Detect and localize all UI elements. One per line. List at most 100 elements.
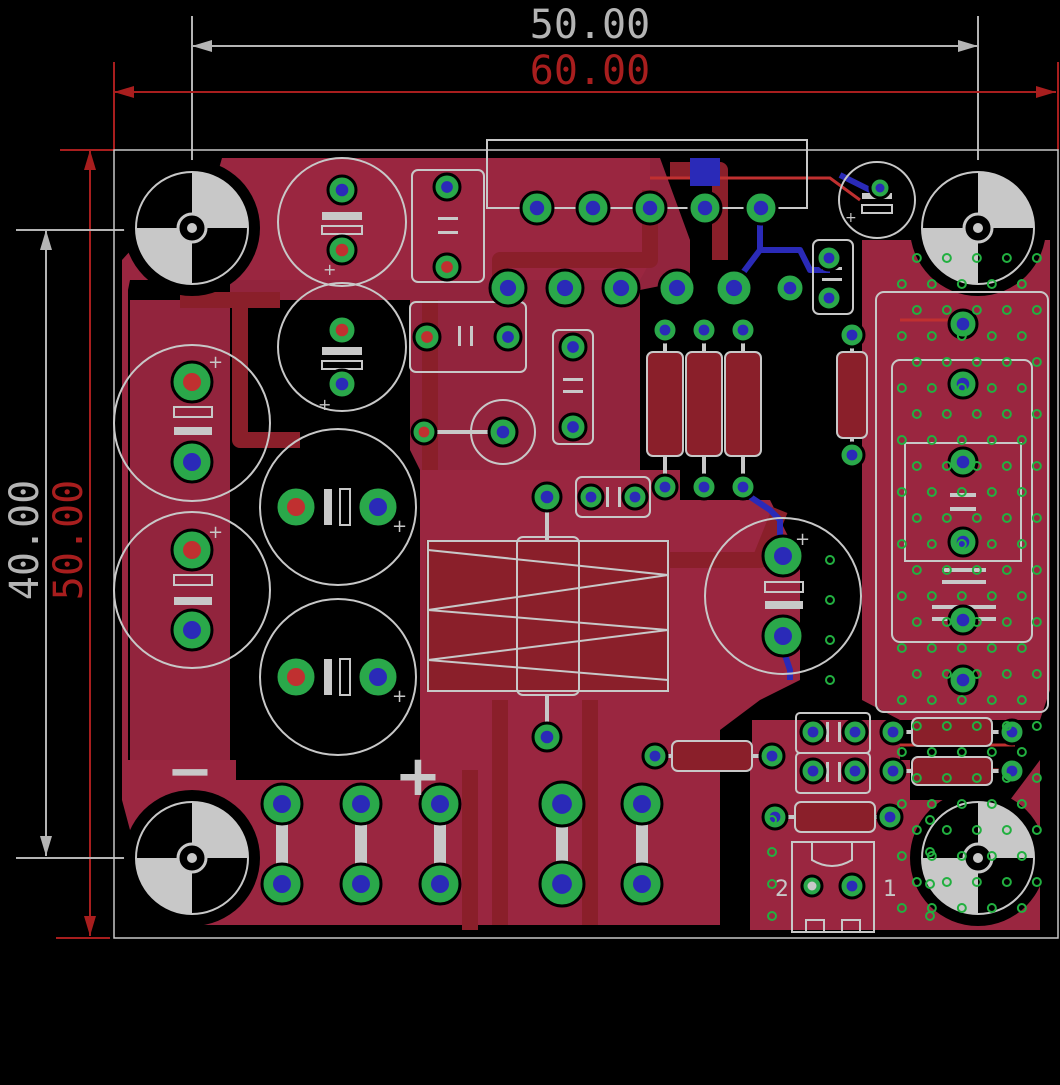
pad — [274, 485, 318, 529]
via — [956, 851, 967, 861]
pad — [651, 316, 679, 344]
via — [986, 903, 997, 913]
pad — [690, 316, 718, 344]
pad — [620, 862, 664, 906]
via — [941, 305, 952, 315]
pad — [274, 655, 318, 699]
resistor-body — [794, 801, 876, 833]
via — [1031, 513, 1042, 523]
pad — [743, 190, 779, 226]
via — [1016, 435, 1027, 445]
mounting-hole-top-right — [910, 160, 1046, 296]
via — [911, 461, 922, 471]
cap-box-outline — [409, 301, 527, 373]
pad — [799, 757, 827, 785]
via — [896, 799, 907, 809]
pad — [868, 176, 892, 200]
cap-outline — [259, 428, 417, 586]
via — [971, 461, 982, 471]
pad — [493, 322, 523, 352]
via — [971, 357, 982, 367]
pad — [838, 441, 866, 469]
dim-left-inner-label: 40.00 — [2, 480, 48, 600]
pad — [432, 172, 462, 202]
cap-box-outline — [411, 169, 485, 283]
resistor-body — [671, 740, 753, 772]
via — [896, 591, 907, 601]
pad — [558, 332, 588, 362]
via — [911, 305, 922, 315]
cap-polarity-mark: + — [392, 686, 407, 707]
via — [896, 539, 907, 549]
via — [1001, 253, 1012, 263]
via — [941, 357, 952, 367]
pad — [326, 314, 358, 346]
via — [971, 877, 982, 887]
via — [971, 721, 982, 731]
pad — [641, 742, 669, 770]
via — [926, 747, 937, 757]
via — [971, 825, 982, 835]
pad — [800, 874, 824, 898]
via — [1031, 773, 1042, 783]
pad — [714, 268, 754, 308]
pad — [339, 862, 383, 906]
via — [1031, 357, 1042, 367]
via — [911, 825, 922, 835]
via — [956, 487, 967, 497]
via — [911, 773, 922, 783]
via — [911, 253, 922, 263]
via — [926, 799, 937, 809]
via — [971, 513, 982, 523]
via — [1031, 721, 1042, 731]
pad — [815, 244, 843, 272]
via — [1031, 305, 1042, 315]
via — [956, 591, 967, 601]
pad — [879, 757, 907, 785]
via — [896, 331, 907, 341]
dim-top-inner-label: 50.00 — [530, 2, 650, 48]
pad — [488, 268, 528, 308]
connector-pin-1-label: 1 — [883, 877, 897, 902]
mounting-hole-bottom-right — [910, 790, 1046, 926]
via — [941, 565, 952, 575]
cap-polarity-mark: + — [795, 529, 810, 550]
via — [1016, 591, 1027, 601]
via — [971, 305, 982, 315]
via — [925, 911, 935, 921]
via — [1001, 877, 1012, 887]
cap-box-outline — [812, 239, 854, 315]
pad — [651, 473, 679, 501]
via — [956, 279, 967, 289]
resistor-body — [685, 351, 723, 457]
via — [1031, 409, 1042, 419]
pad — [260, 782, 304, 826]
module-outline — [875, 291, 1049, 713]
via — [941, 513, 952, 523]
pad — [947, 308, 979, 340]
pad — [947, 526, 979, 558]
via — [1031, 617, 1042, 627]
via — [1001, 721, 1012, 731]
via — [1016, 903, 1027, 913]
via — [941, 461, 952, 471]
via — [1001, 773, 1012, 783]
via — [1016, 331, 1027, 341]
pad — [657, 268, 697, 308]
pad — [947, 664, 979, 696]
via — [1001, 617, 1012, 627]
via — [896, 747, 907, 757]
via — [1031, 825, 1042, 835]
via — [941, 253, 952, 263]
pad — [876, 803, 904, 831]
pad — [531, 481, 563, 513]
via — [926, 539, 937, 549]
pad — [170, 528, 214, 572]
pad — [601, 268, 641, 308]
via — [926, 279, 937, 289]
via — [767, 847, 777, 857]
pad — [418, 862, 462, 906]
via — [986, 747, 997, 757]
mounting-hole-bottom-left — [124, 790, 260, 926]
via — [911, 513, 922, 523]
